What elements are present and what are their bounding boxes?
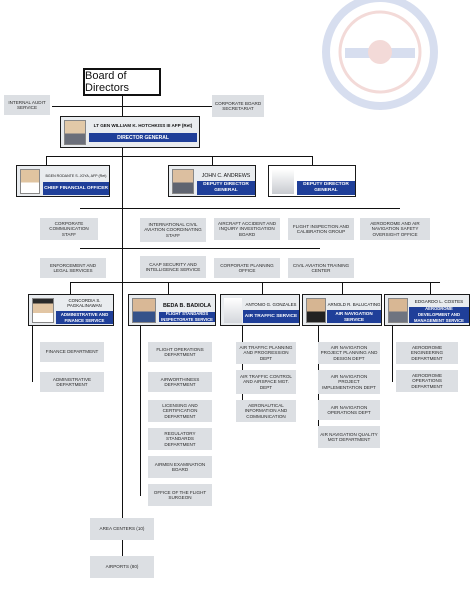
- internal-audit-service: INTERNAL AUDIT SERVICE: [4, 95, 50, 115]
- training-center: CIVIL AVIATION TRAINING CENTER: [288, 258, 354, 278]
- an-planning-department: AIR NAVIGATION PROJECT PLANNING AND DESI…: [318, 342, 380, 364]
- service-head-photo: [32, 298, 54, 323]
- flight-operations-department: FLIGHT OPERATIONS DEPARTMENT: [148, 342, 212, 362]
- deputy-name: JOHN C. ANDREWS: [201, 173, 251, 179]
- atc-control-department: AIR TRAFFIC CONTROL AND AIRSPACE MGT. DE…: [236, 370, 296, 394]
- air-traffic-service-card: ANTONIO G. GONZALES AIR TRAFFIC SERVICE: [220, 294, 300, 326]
- director-general-card: LT GEN WILLIAM K. HOTCHKISS III AFP (Ret…: [60, 116, 200, 148]
- cfo-name: BGEN RODANTE S. JOYA, AFP (Ret): [45, 174, 107, 178]
- director-general-photo: [64, 120, 86, 145]
- connector: [140, 326, 141, 496]
- connector: [430, 282, 431, 294]
- an-quality-department: AIR NAVIGATION QUALITY MGT DEPARTMENT: [318, 426, 380, 448]
- connector: [342, 282, 343, 294]
- connector: [80, 208, 400, 209]
- finance-department: FINANCE DEPARTMENT: [40, 342, 104, 362]
- aeronautical-information-department: AERONAUTICAL INFORMATION AND COMMUNICATI…: [236, 400, 296, 422]
- air-navigation-service-card: ARNOLD R. BALUCATING AIR NAVIGATION SERV…: [302, 294, 382, 326]
- service-head-photo: [388, 298, 408, 323]
- regulatory-standards-department: REGULATORY STANDARDS DEPARTMENT: [148, 428, 212, 450]
- aerodrome-operations-department: AERODROME OPERATIONS DEPARTMENT: [396, 370, 458, 392]
- service-head-name: BEDA B. BADIOLA: [162, 303, 211, 309]
- connector: [46, 156, 47, 166]
- service-title: FLIGHT STANDARDS INSPECTORATE SERVICE: [159, 311, 215, 322]
- deputy-director-general-card-1: JOHN C. ANDREWS DEPUTY DIRECTOR GENERAL: [168, 165, 256, 197]
- deputy-photo-placeholder: [272, 169, 294, 194]
- service-head-photo: [306, 298, 326, 323]
- connector: [80, 248, 320, 249]
- connector: [46, 156, 312, 157]
- caap-seal-watermark: [322, 0, 438, 110]
- aerodrome-engineering-department: AERODROME ENGINEERING DEPARTMENT: [396, 342, 458, 364]
- admin-finance-service-card: CONCORDIA S. PAGKALINAWAN ADMINISTRATIVE…: [28, 294, 114, 326]
- service-title: AIR NAVIGATION SERVICE: [327, 310, 381, 323]
- connector: [212, 156, 213, 166]
- connector: [392, 326, 393, 382]
- connector: [168, 282, 169, 294]
- service-head-name: CONCORDIA S. PAGKALINAWAN: [67, 298, 102, 308]
- connector: [70, 282, 440, 283]
- enforcement-legal-services: ENFORCEMENT AND LEGAL SERVICES: [40, 258, 106, 278]
- connector: [122, 96, 123, 558]
- service-title: ADMINISTRATIVE AND FINANCE SERVICE: [56, 311, 113, 324]
- corporate-planning-office: CORPORATE PLANNING OFFICE: [214, 258, 280, 278]
- deputy-title: DEPUTY DIRECTOR GENERAL: [197, 181, 255, 195]
- atc-planning-department: AIR TRAFFIC PLANNING AND PROGRESSION DEP…: [236, 342, 296, 364]
- security-intelligence-service: CAAP SECURITY AND INTELLIGENCE SERVICE: [140, 256, 206, 278]
- an-operations-department: AIR NAVIGATION OPERATIONS DEPT: [318, 400, 380, 420]
- service-title: AIR TRAFFIC SERVICE: [243, 310, 299, 323]
- service-head-name: ANTONIO G. GONZALES: [245, 302, 297, 307]
- airports: AIRPORTS (80): [90, 556, 154, 578]
- safety-oversight-office: AERODROME AND AIR NAVIGATION SAFETY OVER…: [360, 218, 430, 240]
- cfo-title: CHIEF FINANCIAL OFFICER: [43, 182, 109, 195]
- icao-coordinating-staff: INTERNATIONAL CIVIL AVIATION COORDINATIN…: [140, 218, 206, 242]
- service-title: AERODROME DEVELOPMENT AND MANAGEMENT SER…: [409, 306, 469, 323]
- aerodrome-service-card: EDGARDO L. COSTES AERODROME DEVELOPMENT …: [384, 294, 470, 326]
- connector: [262, 282, 263, 294]
- cfo-photo: [20, 169, 40, 194]
- service-head-name: ARNOLD R. BALUCATING: [327, 302, 381, 307]
- flight-inspection-group: FLIGHT INSPECTION AND CALIBRATION GROUP: [288, 218, 354, 240]
- flight-surgeon-office: OFFICE OF THE FLIGHT SURGEON: [148, 484, 212, 506]
- deputy-photo: [172, 169, 194, 194]
- airworthiness-department: AIRWORTHINESS DEPARTMENT: [148, 372, 212, 392]
- flight-standards-service-card: BEDA B. BADIOLA FLIGHT STANDARDS INSPECT…: [128, 294, 216, 326]
- connector: [70, 282, 71, 294]
- deputy-director-general-card-2: DEPUTY DIRECTOR GENERAL: [268, 165, 356, 197]
- service-head-name: EDGARDO L. COSTES: [414, 299, 464, 304]
- licensing-certification-department: LICENSING AND CERTIFICATION DEPARTMENT: [148, 400, 212, 422]
- cfo-card: BGEN RODANTE S. JOYA, AFP (Ret) CHIEF FI…: [16, 165, 110, 197]
- director-general-name: LT GEN WILLIAM K. HOTCHKISS III AFP (Ret…: [93, 123, 193, 128]
- board-label: Board of Directors: [85, 70, 130, 94]
- service-head-photo: [132, 298, 156, 323]
- administrative-department: ADMINISTRATIVE DEPARTMENT: [40, 372, 104, 392]
- accident-investigation-board: AIRCRAFT ACCIDENT AND INQUIRY INVESTIGAT…: [214, 218, 280, 240]
- airmen-examination-board: AIRMEN EXAMINATION BOARD: [148, 456, 212, 478]
- connector: [312, 156, 313, 166]
- board-of-directors: Board of Directors: [83, 68, 161, 96]
- deputy-title-2: DEPUTY DIRECTOR GENERAL: [297, 181, 355, 195]
- director-general-title: DIRECTOR GENERAL: [89, 133, 197, 142]
- area-centers: AREA CENTERS (10): [90, 518, 154, 540]
- service-head-photo: [224, 298, 242, 323]
- connector: [52, 106, 234, 107]
- corporate-board-secretariat: CORPORATE BOARD SECRETARIAT: [212, 95, 264, 117]
- connector: [32, 326, 33, 382]
- corporate-communication-staff: CORPORATE COMMUNICATION STAFF: [40, 218, 98, 240]
- an-implementation-department: AIR NAVIGATION PROJECT IMPLEMENTATION DE…: [318, 370, 380, 394]
